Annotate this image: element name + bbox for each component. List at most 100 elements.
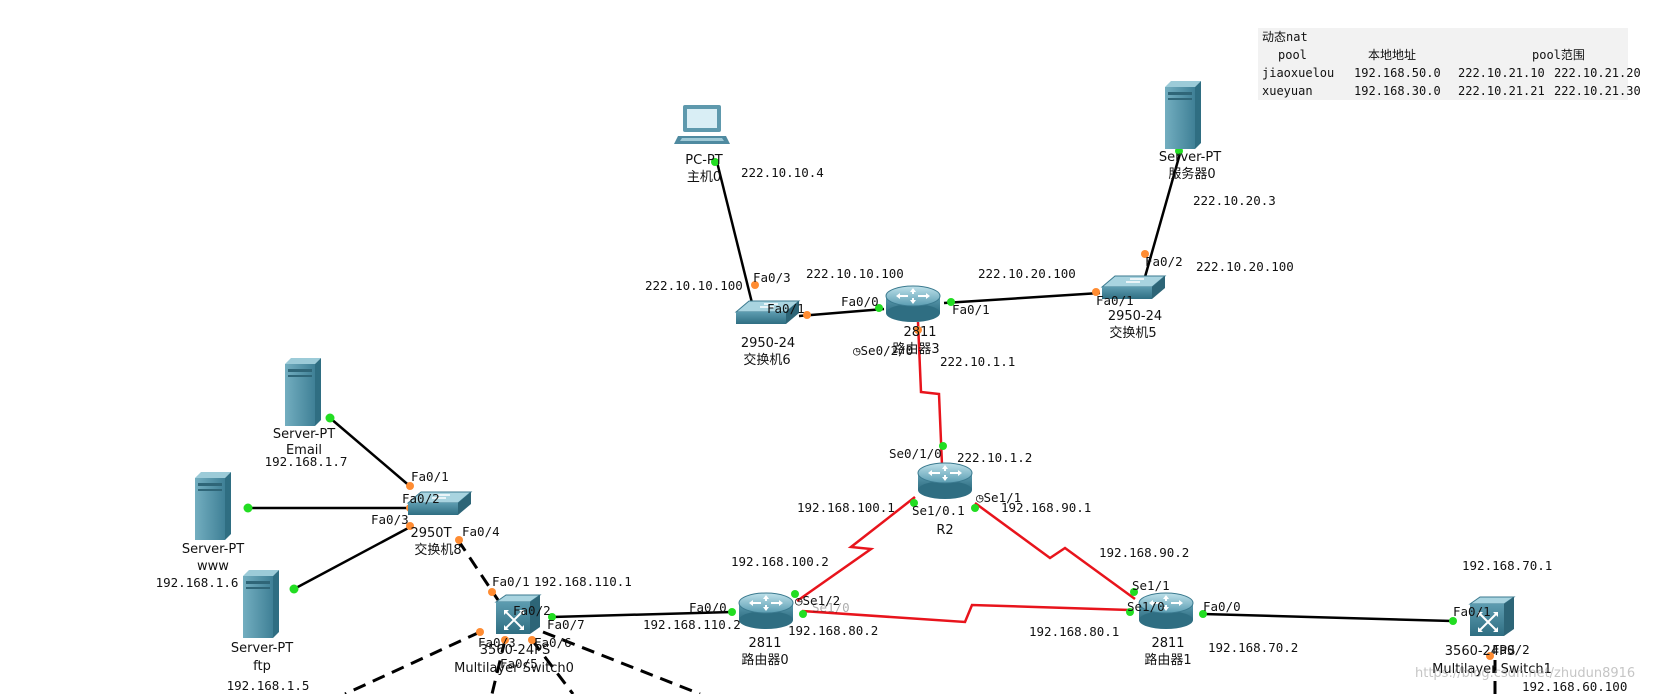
port-label: Fa0/1 bbox=[767, 301, 805, 316]
ip-label: 192.168.100.2 bbox=[731, 554, 829, 569]
link-pc-switch6[interactable] bbox=[715, 161, 757, 316]
link-email-switch8[interactable] bbox=[329, 417, 413, 489]
port-label-se020: Se0/2/0 bbox=[861, 343, 914, 358]
router3[interactable] bbox=[885, 285, 941, 323]
dashed-links bbox=[344, 539, 1497, 694]
www-name: www bbox=[197, 559, 229, 574]
port-label: Fa0/3 bbox=[371, 512, 409, 527]
pool-table-title: 动态nat bbox=[1262, 30, 1308, 44]
link-switch6-router3[interactable] bbox=[798, 307, 885, 318]
table-row: jiaoxuelou 192.168.50.0 222.10.21.10 222… bbox=[1258, 64, 1641, 82]
port-label: Fa0/1 bbox=[492, 574, 530, 589]
ip-label: 222.10.1.2 bbox=[957, 450, 1032, 465]
link-ml0-down-1[interactable] bbox=[344, 630, 481, 694]
router0[interactable] bbox=[738, 592, 794, 630]
link-r2-router1[interactable] bbox=[974, 501, 1136, 601]
pool-local: 192.168.30.0 bbox=[1354, 84, 1441, 98]
ip-label: 192.168.90.1 bbox=[1001, 500, 1091, 515]
link-status-dots bbox=[243, 147, 1494, 660]
pool-range-header: pool范围 bbox=[1532, 48, 1585, 62]
email-name: Email bbox=[286, 443, 322, 458]
server0-name: 服务器0 bbox=[1168, 166, 1215, 182]
link-server-switch5[interactable] bbox=[1141, 149, 1183, 285]
ip-label: 222.10.1.1 bbox=[940, 354, 1015, 369]
pool-end: 222.10.21.30 bbox=[1554, 84, 1641, 98]
device-labels: PC-PT 主机0 Server-PT 服务器0 2950-24 交换机6 28… bbox=[156, 150, 1552, 693]
link-router3-switch5[interactable] bbox=[943, 291, 1101, 305]
ethernet-links bbox=[248, 149, 1453, 623]
www-server[interactable] bbox=[195, 472, 231, 540]
switch5-name: 交换机5 bbox=[1109, 325, 1156, 341]
switch8-name: 交换机8 bbox=[414, 542, 461, 558]
link-router3-r2[interactable] bbox=[916, 321, 944, 466]
port-label: Fa0/1 bbox=[1096, 293, 1134, 308]
port-label: Se1/0 bbox=[812, 600, 850, 615]
port-label: Fa0/0 bbox=[689, 600, 727, 615]
ip-label: 192.168.70.2 bbox=[1208, 640, 1298, 655]
ml0-name: Multilayer Switch0 bbox=[454, 661, 574, 676]
ip-label: 222.10.20.100 bbox=[978, 266, 1076, 281]
nat-pool-table: 动态nat pool 本地地址 pool范围 jiaoxuelou 192.16… bbox=[1258, 28, 1641, 100]
port-label: Se0/1/0 bbox=[889, 446, 942, 461]
link-r2-router0[interactable] bbox=[796, 496, 916, 603]
port-label: Fa0/6 bbox=[534, 635, 572, 650]
link-ml0-router0[interactable] bbox=[551, 610, 733, 619]
port-label: Fa0/5 bbox=[500, 656, 538, 671]
serial-links bbox=[796, 321, 1136, 624]
port-label: Fa0/2 bbox=[1492, 642, 1530, 657]
r2[interactable] bbox=[917, 462, 973, 500]
link-router1-ml1[interactable] bbox=[1202, 612, 1453, 623]
ip-label: 192.168.70.1 bbox=[1462, 558, 1552, 573]
ip-label: 192.168.80.2 bbox=[788, 623, 878, 638]
ip-labels: 222.10.10.4 222.10.10.100 222.10.10.100 … bbox=[534, 165, 1627, 694]
pool-start: 222.10.21.10 bbox=[1458, 66, 1545, 80]
port-label: Fa0/7 bbox=[547, 617, 585, 632]
pool-start: 222.10.21.21 bbox=[1458, 84, 1545, 98]
link-ml0-down-4[interactable] bbox=[542, 630, 701, 694]
router1-name: 路由器1 bbox=[1144, 652, 1191, 668]
link-ftp-switch8[interactable] bbox=[293, 524, 413, 591]
ip-label: 192.168.60.100 bbox=[1522, 679, 1627, 694]
ip-label: 192.168.100.1 bbox=[797, 500, 895, 515]
link-router0-router1[interactable] bbox=[801, 603, 1131, 624]
link-ml0-down-3[interactable] bbox=[530, 639, 575, 694]
ftp-model: Server-PT bbox=[231, 641, 293, 656]
email-server[interactable] bbox=[285, 358, 321, 426]
router1-model: 2811 bbox=[1151, 636, 1184, 651]
ip-label: 222.10.20.3 bbox=[1193, 193, 1276, 208]
r2-name: R2 bbox=[936, 523, 953, 538]
www-model: Server-PT bbox=[182, 542, 244, 557]
link-switch8-ml0[interactable] bbox=[456, 539, 500, 601]
port-labels: Fa0/3 Fa0/1 Fa0/0 Fa0/1 Fa0/1 Fa0/2 ◷Se0… bbox=[371, 254, 1530, 671]
switch6-name: 交换机6 bbox=[743, 352, 790, 368]
ip-label: 222.10.10.100 bbox=[645, 278, 743, 293]
link-ml0-down-2[interactable] bbox=[490, 639, 507, 694]
port-label: Se1/0.1 bbox=[912, 503, 965, 518]
port-label: Fa0/2 bbox=[1145, 254, 1183, 269]
port-label: Fa0/0 bbox=[1203, 599, 1241, 614]
ml1-model: 3560-24PS bbox=[1445, 644, 1515, 659]
email-model: Server-PT bbox=[273, 427, 335, 442]
port-label: Fa0/3 bbox=[753, 270, 791, 285]
port-label: Se1/1 bbox=[1132, 578, 1170, 593]
ip-label: 222.10.10.100 bbox=[806, 266, 904, 281]
ip-label: 192.168.90.2 bbox=[1099, 545, 1189, 560]
pool-name: xueyuan bbox=[1262, 84, 1313, 98]
port-label: Fa0/4 bbox=[462, 524, 500, 539]
port-label-se11: Se1/1 bbox=[984, 490, 1022, 505]
ip-label: 222.10.20.100 bbox=[1196, 259, 1294, 274]
switch5-model: 2950-24 bbox=[1108, 309, 1162, 324]
pc0[interactable] bbox=[674, 105, 730, 144]
pool-end: 222.10.21.20 bbox=[1554, 66, 1641, 80]
local-address-header: 本地地址 bbox=[1368, 48, 1417, 62]
switch8-model: 2950T bbox=[410, 526, 451, 541]
port-label: ◷Se1/1 bbox=[976, 490, 1021, 505]
ftp-server[interactable] bbox=[243, 570, 279, 638]
table-row: xueyuan 192.168.30.0 222.10.21.21 222.10… bbox=[1258, 82, 1641, 100]
server0[interactable] bbox=[1165, 81, 1201, 149]
router0-model: 2811 bbox=[748, 636, 781, 651]
switch6-model: 2950-24 bbox=[741, 336, 795, 351]
email-ip: 192.168.1.7 bbox=[265, 454, 348, 469]
